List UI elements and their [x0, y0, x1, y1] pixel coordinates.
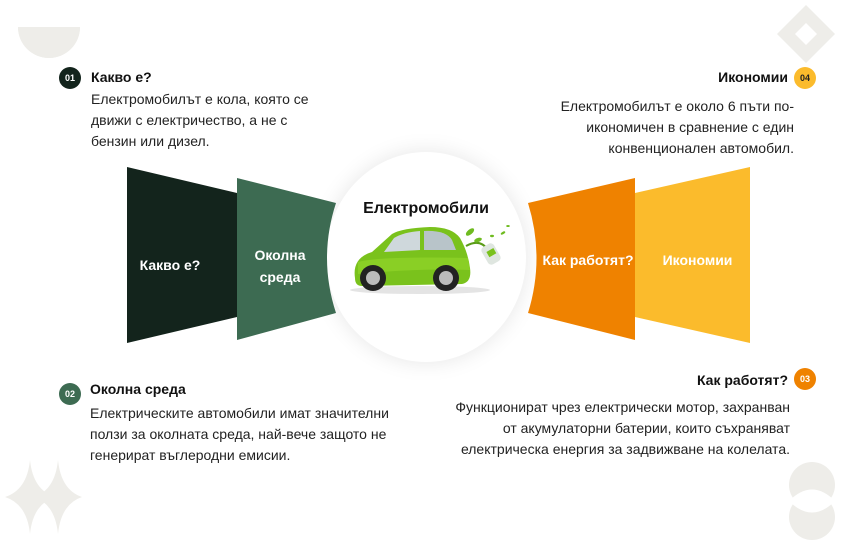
step-text-03-line: електрическа енергия за задвижване на ко… [460, 441, 790, 457]
step-text-04-line: конвенционален автомобил. [608, 140, 794, 156]
step-title-01: Какво е? [91, 69, 152, 85]
segment-label-environment-line2: среда [259, 269, 301, 285]
step-badge-01: 01 [59, 67, 81, 89]
segment-label-environment-line1: Околна [254, 247, 306, 263]
step-text-03-line: от акумулаторни батерии, които съхранява… [502, 420, 790, 436]
segment-label-how-it-works: Как работят? [542, 252, 634, 268]
step-badge-03: 03 [794, 368, 816, 390]
segment-label-environment: Околна среда [240, 244, 320, 288]
step-text-04: Електромобилът е около 6 пъти по- иконом… [561, 96, 794, 159]
step-text-02-line: Електрическите автомобили имат значителн… [90, 405, 389, 421]
leaf-icon [465, 225, 510, 243]
step-text-03: Функционират чрез електрически мотор, за… [455, 397, 790, 460]
segment-label-what-is-it: Какво е? [139, 257, 201, 273]
diamond-decor [777, 5, 835, 63]
step-text-01-line: бензин или дизел. [91, 133, 210, 149]
step-text-02: Електрическите автомобили имат значителн… [90, 403, 389, 466]
step-text-01-line: движи с електричество, а не с [91, 112, 288, 128]
step-title-04: Икономии [718, 69, 788, 85]
step-badge-04: 04 [794, 67, 816, 89]
circles-decor [789, 462, 835, 540]
step-text-04-line: Електромобилът е около 6 пъти по- [560, 98, 794, 114]
step-text-02-line: ползи за околната среда, най-вече защото… [90, 426, 387, 442]
step-text-03-line: Функционират чрез електрически мотор, за… [455, 399, 790, 415]
segment-savings [635, 167, 750, 343]
step-title-03: Как работят? [696, 372, 788, 388]
step-text-02-line: генерират въглеродни емисии. [90, 447, 291, 463]
segment-what-is-it [127, 167, 237, 343]
plug-icon [481, 243, 501, 265]
sparkle-decor [5, 460, 82, 534]
segment-environment [237, 178, 336, 340]
segment-label-savings: Икономии [662, 252, 733, 268]
step-badge-02: 02 [59, 383, 81, 405]
segment-how-it-works [528, 178, 635, 340]
step-title-02: Околна среда [90, 381, 186, 397]
step-text-01-line: Електромобилът е кола, която се [91, 91, 309, 107]
step-text-04-line: икономичен в сравнение с един [586, 119, 794, 135]
center-title: Електромобили [363, 200, 489, 217]
step-text-01: Електромобилът е кола, която се движи с … [91, 89, 309, 152]
